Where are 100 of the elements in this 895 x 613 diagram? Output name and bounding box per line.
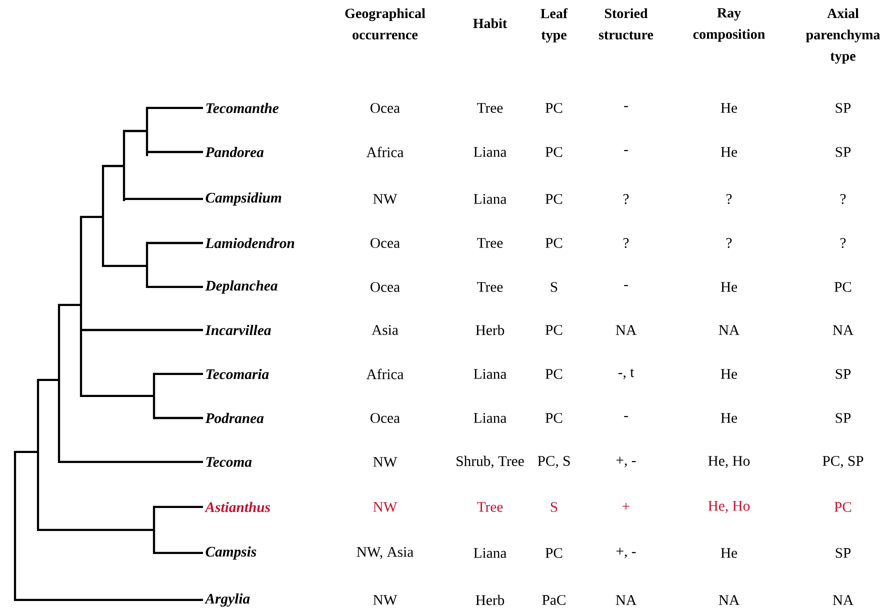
table-cell: Liana	[474, 548, 506, 558]
table-cell: NW	[373, 457, 398, 467]
table-cell: PC, SP	[822, 456, 864, 468]
table-cell: Tree	[477, 502, 503, 512]
table-cell: PC	[545, 194, 562, 204]
table-cell: PC	[545, 103, 562, 113]
branch-line	[154, 506, 203, 508]
table-cell: PC	[545, 325, 562, 335]
taxon-name: Campsidium	[206, 192, 282, 206]
taxon-name: Tecomaria	[206, 368, 269, 380]
table-cell: -	[624, 106, 628, 108]
table-cell: NW	[373, 194, 398, 204]
table-cell: +, -	[616, 456, 636, 468]
table-cell: Ocea	[370, 238, 400, 248]
table-cell: -	[624, 285, 628, 286]
table-cell: He	[720, 369, 738, 379]
table-cell: Liana	[474, 194, 506, 204]
column-header: Ray composition	[693, 8, 765, 42]
taxon-name: Campsis	[206, 546, 256, 560]
table-cell: Africa	[366, 146, 404, 158]
table-cell: PC	[545, 147, 562, 157]
branch-line	[15, 598, 203, 602]
taxon-name: Tecoma	[206, 457, 252, 467]
branch-line	[154, 416, 203, 420]
column-header: Leaf type	[540, 8, 568, 42]
table-cell: NW	[373, 595, 398, 605]
taxon-name: Lamiodendron	[205, 238, 294, 248]
table-cell: NA	[718, 325, 740, 335]
branch-line	[147, 286, 203, 288]
table-cell: PC	[545, 238, 562, 248]
table-cell: SP	[836, 413, 851, 423]
table-cell: Africa	[366, 368, 404, 380]
table-cell: Ocea	[370, 103, 400, 113]
table-cell: SP	[836, 147, 851, 157]
table-cell: He	[720, 548, 738, 558]
table-cell: Tree	[477, 282, 503, 292]
table-cell: -, t	[618, 368, 634, 380]
table-cell: ?	[624, 238, 629, 248]
table-cell: SP	[836, 548, 851, 558]
table-cell: NA	[832, 325, 854, 335]
branch-line	[147, 106, 203, 110]
table-cell: NA	[616, 595, 636, 605]
table-cell: PC	[545, 413, 562, 423]
taxon-name: Tecomanthe	[206, 102, 279, 114]
column-header: Storied structure	[598, 8, 654, 40]
table-cell: He, Ho	[708, 501, 750, 513]
table-cell: Liana	[474, 413, 506, 423]
table-cell: PC	[834, 282, 852, 292]
table-cell: S	[550, 502, 558, 512]
table-cell: ?	[840, 194, 846, 204]
table-cell: +	[622, 502, 630, 510]
table-cell: ?	[726, 238, 732, 248]
branch-line	[59, 460, 203, 464]
branch-line	[147, 242, 203, 244]
table-cell: PC	[834, 502, 852, 512]
table-cell: Tree	[477, 238, 503, 248]
taxon-name: Deplanchea	[205, 280, 278, 294]
table-cell: PaC	[542, 595, 566, 605]
column-header: Axial parenchyma type	[806, 8, 880, 64]
branch-line	[147, 150, 203, 154]
table-cell: PC	[545, 369, 562, 379]
table-cell: NA	[616, 325, 636, 335]
table-cell: -	[624, 416, 628, 418]
table-cell: +, -	[616, 548, 636, 558]
table-cell: Asia	[372, 325, 398, 335]
table-cell: SP	[836, 103, 851, 113]
branch-line	[154, 552, 203, 554]
table-cell: He	[720, 147, 738, 157]
table-cell: PC	[545, 548, 562, 558]
table-cell: Ocea	[370, 413, 400, 423]
table-cell: Liana	[474, 369, 506, 379]
table-cell: He	[720, 413, 738, 423]
column-header: Habit	[473, 18, 508, 28]
table-cell: Herb	[476, 324, 504, 336]
table-cell: Liana	[474, 147, 506, 157]
table-cell: SP	[836, 369, 851, 379]
taxon-name: Podranea	[205, 412, 264, 424]
table-cell: NA	[718, 595, 740, 605]
table-cell: Ocea	[370, 282, 400, 292]
taxon-name: Argylia	[204, 593, 250, 607]
table-cell: -	[624, 150, 628, 152]
table-cell: ?	[624, 194, 629, 204]
table-cell: NW, Asia	[356, 547, 414, 559]
taxon-name: Incarvillea	[205, 324, 271, 336]
table-cell: NW	[373, 502, 398, 512]
table-cell: He, Ho	[708, 456, 750, 468]
table-cell: Shrub, Tree	[456, 456, 524, 468]
table-cell: He	[720, 103, 738, 113]
cladogram-drawing	[14, 106, 156, 602]
table-cell: Tree	[477, 103, 503, 113]
table-cell: S	[550, 282, 558, 292]
branch-line	[154, 372, 203, 376]
table-cell: He	[720, 282, 738, 292]
table-cell: ?	[840, 238, 846, 248]
table-cell: NA	[832, 595, 854, 605]
table-cell: ?	[726, 194, 732, 204]
taxon-name: Pandorea	[205, 146, 264, 158]
table-cell: Herb	[476, 594, 504, 606]
column-header: Geographical occurrence	[345, 8, 426, 40]
table-cell: PC, S	[538, 456, 570, 468]
